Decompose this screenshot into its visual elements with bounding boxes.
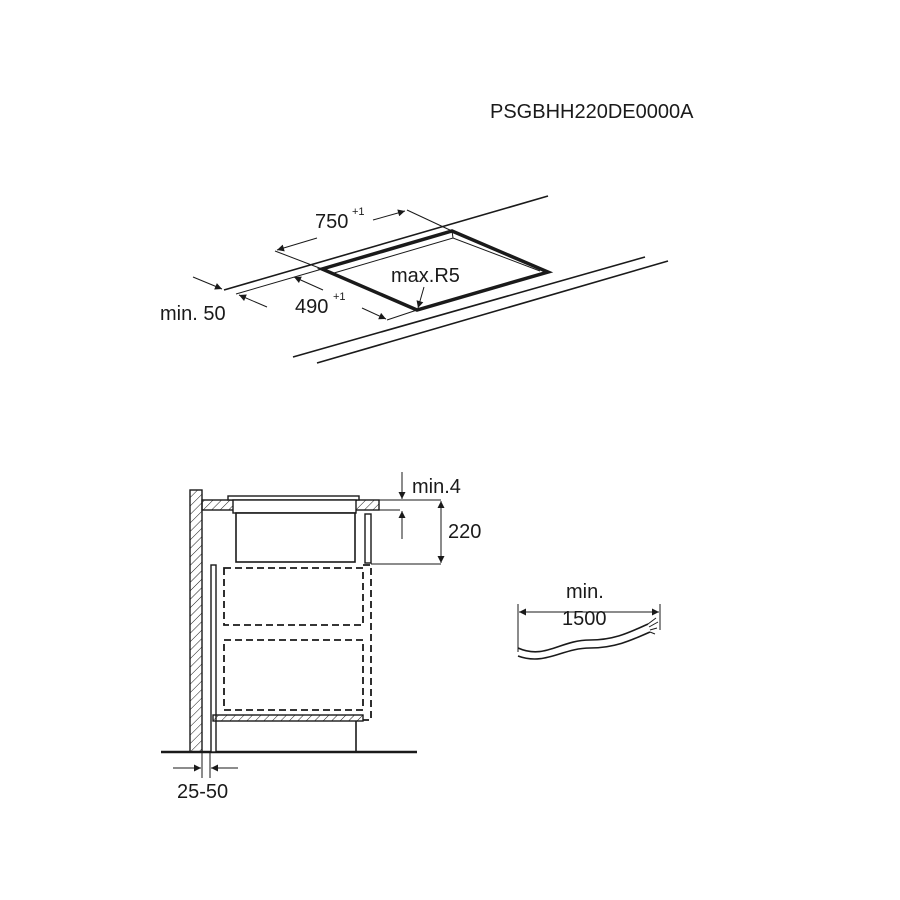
cutout-top-view: 750 +1 490 +1 max.R5 min. 50 (160, 195, 669, 364)
cable-label-min: min. (566, 581, 604, 603)
width-arrow-right (372, 209, 406, 221)
depth-tolerance: +1 (333, 291, 346, 303)
edge-arrow-bottom (238, 294, 268, 308)
cable-top (517, 623, 649, 653)
depth-label: 490 (295, 296, 328, 318)
countertop-front-edge (292, 256, 646, 358)
model-code: PSGBHH220DE0000A (490, 101, 694, 123)
edge-arrow-top (192, 276, 223, 290)
edge-distance-label: min. 50 (160, 303, 226, 325)
depth-arrow-bottom (361, 307, 387, 320)
side-panel (210, 564, 217, 753)
cable-diagram: min. 1500 (517, 581, 661, 660)
bottom-shelf (212, 714, 364, 722)
cable-label-length: 1500 (562, 608, 607, 630)
side-section-view: min.4 220 25-50 (161, 472, 481, 803)
drawer-front (363, 564, 372, 721)
front-panel (364, 513, 372, 564)
cable-bottom (517, 631, 651, 660)
height-label: 220 (448, 521, 481, 543)
depth-arrow-top (293, 276, 324, 291)
hob-body (235, 512, 356, 563)
width-label: 750 (315, 211, 348, 233)
wall-distance-label: 25-50 (177, 781, 228, 803)
cutout-outline (316, 229, 554, 312)
width-arrow-left (276, 237, 318, 252)
cable-wires-icon (647, 617, 659, 635)
countertop-back-edge (223, 195, 549, 291)
countertop-edge-line (235, 268, 323, 295)
width-tolerance: +1 (352, 206, 365, 218)
hob-frame (232, 499, 357, 514)
gap-label: min.4 (412, 476, 461, 498)
countertop-front-edge-2 (316, 260, 669, 364)
radius-arrow (416, 286, 425, 309)
drawer-upper (223, 567, 364, 626)
wall (189, 489, 203, 753)
radius-label: max.R5 (391, 265, 460, 287)
drawer-lower (223, 639, 364, 711)
